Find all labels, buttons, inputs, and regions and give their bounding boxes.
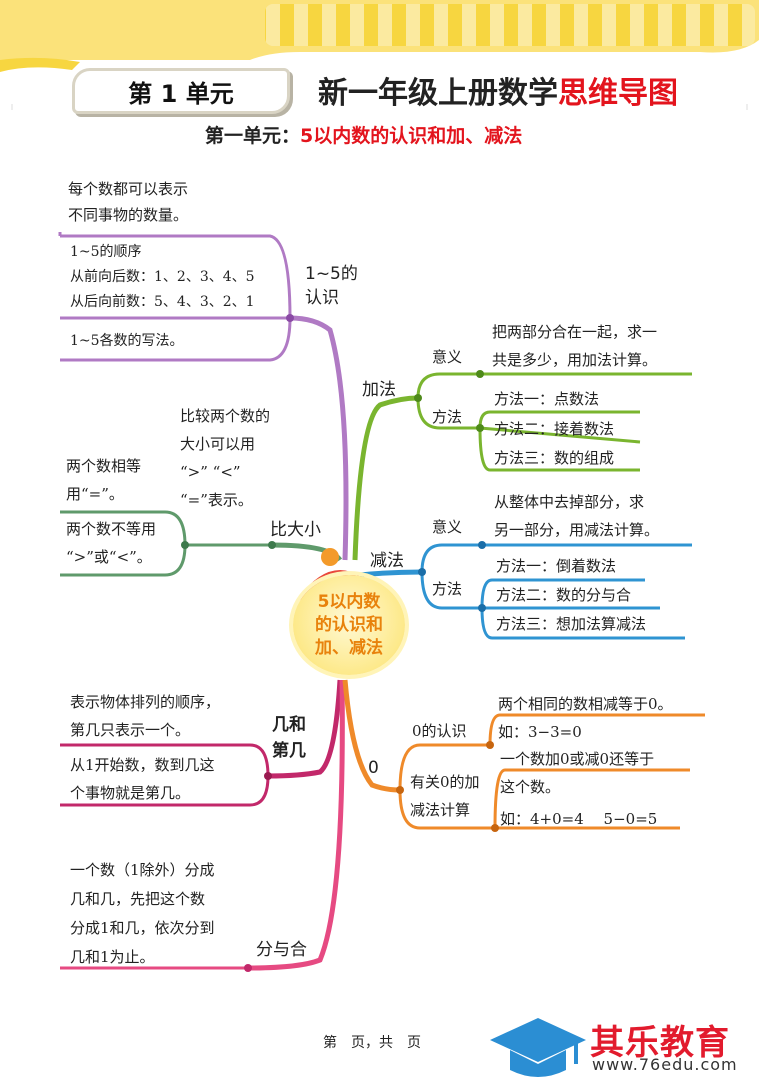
ordinal-item-1-line-1: 表示物体排列的顺序， <box>70 693 221 711</box>
branch-recognize-label: 1~5的 认识 <box>305 262 358 310</box>
graduation-cap-icon <box>490 1018 586 1077</box>
recognize-item-3: 1~5各数的写法。 <box>70 328 184 354</box>
ordinal-item-2: 从1开始数，数到几这 个事物就是第几。 <box>70 751 215 807</box>
recognize-item-2-line-2: 从前向后数：1、2、3、4、5 <box>70 269 255 285</box>
compare-item-1-line-3: “>” “<” <box>180 463 241 481</box>
recognize-item-2-line-1: 1~5的顺序 <box>70 244 142 260</box>
ordinal-item-2-line-2: 个事物就是第几。 <box>70 784 191 802</box>
zero-recognize-line-1: 两个相同的数相减等于0。 <box>498 695 673 713</box>
title-black-part: 新一年级上册数学 <box>318 76 558 111</box>
branch-zero-label: 0 <box>368 758 379 778</box>
page-footer: 第 页，共 页 <box>323 1035 421 1051</box>
addition-method-2: 方法二：接着数法 <box>494 420 615 438</box>
zero-calc-label-line2: 减法计算 <box>410 801 471 819</box>
recognize-item-3-line-1: 1~5各数的写法。 <box>70 333 184 349</box>
branch-recognize-lines <box>58 232 349 561</box>
compare-item-2: 两个数相等 用“=”。 <box>66 452 141 508</box>
subtitle-topic: 5以内数的认识和加、减法 <box>300 125 523 147</box>
zero-calc-text: 一个数加0或减0还等于 这个数。 如：4+0=4 5−0=5 <box>500 745 657 833</box>
recognize-item-2-line-3: 从后向前数：5、4、3、2、1 <box>70 294 255 310</box>
branch-ordinal-label-line1: 几和 <box>272 715 306 735</box>
center-topic: 5以内数 的认识和 加、减法 <box>293 575 405 675</box>
branch-compare-label: 比大小 <box>270 520 321 540</box>
subtitle-prefix: 第一单元： <box>205 125 301 147</box>
compose-item-1-line-4: 几和1为止。 <box>70 948 155 966</box>
addition-meaning-line-1: 把两部分合在一起，求一 <box>492 323 658 341</box>
compose-item-1-line-2: 几和几，先把这个数 <box>70 890 206 908</box>
branch-compose-lines <box>60 679 345 971</box>
compose-item-1-line-3: 分成1和几，依次分到 <box>70 919 215 937</box>
branch-ordinal-label: 几和 第几 <box>272 712 306 764</box>
compare-item-1: 比较两个数的 大小可以用 “>” “<” “=”表示。 <box>180 402 270 514</box>
compose-item-1: 一个数（1除外）分成 几和几，先把这个数 分成1和几，依次分到 几和1为止。 <box>70 856 215 972</box>
branch-compose-label: 分与合 <box>256 940 307 960</box>
addition-method-3: 方法三：数的组成 <box>494 449 615 467</box>
zero-calc-label: 有关0的加 减法计算 <box>410 768 480 824</box>
center-line-3: 加、减法 <box>315 637 383 658</box>
branch-zero-lines <box>342 679 705 830</box>
addition-method-label: 方法 <box>432 408 463 426</box>
addition-method-1: 方法一：点数法 <box>494 390 600 408</box>
branch-ordinal-lines <box>60 679 343 807</box>
compare-item-1-line-4: “=”表示。 <box>180 491 253 509</box>
subtraction-method-label: 方法 <box>432 580 463 598</box>
zero-calc-label-line1: 有关0的加 <box>410 773 480 791</box>
addition-meaning-label: 意义 <box>432 348 463 366</box>
compose-item-1-line-1: 一个数（1除外）分成 <box>70 861 215 879</box>
compare-item-3: 两个数不等用 “>”或“<”。 <box>66 515 156 571</box>
compare-item-3-line-2: “>”或“<”。 <box>66 548 152 566</box>
branch-addition-label: 加法 <box>362 380 396 400</box>
recognize-item-1: 每个数都可以表示 不同事物的数量。 <box>68 176 188 228</box>
center-line-1: 5以内数 <box>317 591 381 612</box>
unit-tag: 第 1 单元 <box>72 68 290 114</box>
title-red-part: 思维导图 <box>558 76 678 111</box>
page-title: 新一年级上册数学思维导图 <box>318 68 678 112</box>
ordinal-item-1-line-2: 第几只表示一个。 <box>70 721 191 739</box>
compare-item-3-line-1: 两个数不等用 <box>66 520 157 538</box>
zero-recognize-text: 两个相同的数相减等于0。 如：3−3=0 <box>498 690 673 746</box>
subtitle: 第一单元：5以内数的认识和加、减法 <box>205 121 522 148</box>
subtraction-method-3: 方法三：想加法算减法 <box>496 615 647 633</box>
zero-calc-line-3: 如：4+0=4 5−0=5 <box>500 810 658 828</box>
subtraction-meaning-line-2: 另一部分，用减法计算。 <box>494 521 660 539</box>
subtraction-meaning-line-1: 从整体中去掉部分，求 <box>494 493 645 511</box>
compare-item-1-line-2: 大小可以用 <box>180 435 256 453</box>
branch-addition-lines <box>352 372 692 561</box>
addition-meaning-text: 把两部分合在一起，求一 共是多少，用加法计算。 <box>492 318 657 374</box>
branch-recognize-label-line1: 1~5的 <box>305 264 358 284</box>
zero-calc-line-2: 这个数。 <box>500 778 561 796</box>
branch-recognize-label-line2: 认识 <box>305 288 339 308</box>
brand-name: 其乐教育 <box>590 1023 730 1063</box>
center-line-2: 的认识和 <box>315 614 383 635</box>
recognize-item-2: 1~5的顺序 从前向后数：1、2、3、4、5 从后向前数：5、4、3、2、1 <box>70 240 255 315</box>
subtraction-meaning-text: 从整体中去掉部分，求 另一部分，用减法计算。 <box>494 488 659 544</box>
recognize-item-1-line-1: 每个数都可以表示 <box>68 180 189 198</box>
subtraction-meaning-label: 意义 <box>432 518 463 536</box>
ordinal-item-2-line-1: 从1开始数，数到几这 <box>70 756 215 774</box>
subtraction-method-1: 方法一：倒着数法 <box>496 557 617 575</box>
zero-recognize-line-2: 如：3−3=0 <box>498 723 582 741</box>
ordinal-item-1: 表示物体排列的顺序， 第几只表示一个。 <box>70 688 220 744</box>
branch-ordinal-label-line2: 第几 <box>272 741 306 761</box>
compare-item-2-line-2: 用“=”。 <box>66 485 124 503</box>
addition-meaning-line-2: 共是多少，用加法计算。 <box>492 351 658 369</box>
compare-item-2-line-1: 两个数相等 <box>66 457 142 475</box>
zero-calc-line-1: 一个数加0或减0还等于 <box>500 750 655 768</box>
branch-subtraction-lines <box>359 543 692 640</box>
zero-recognize-label: 0的认识 <box>412 722 467 740</box>
brand-url: www.76edu.com <box>592 1055 738 1074</box>
subtraction-method-2: 方法二：数的分与合 <box>496 586 632 604</box>
branch-subtraction-label: 减法 <box>370 551 404 571</box>
compare-item-1-line-1: 比较两个数的 <box>180 407 271 425</box>
recognize-item-1-line-2: 不同事物的数量。 <box>68 206 189 224</box>
